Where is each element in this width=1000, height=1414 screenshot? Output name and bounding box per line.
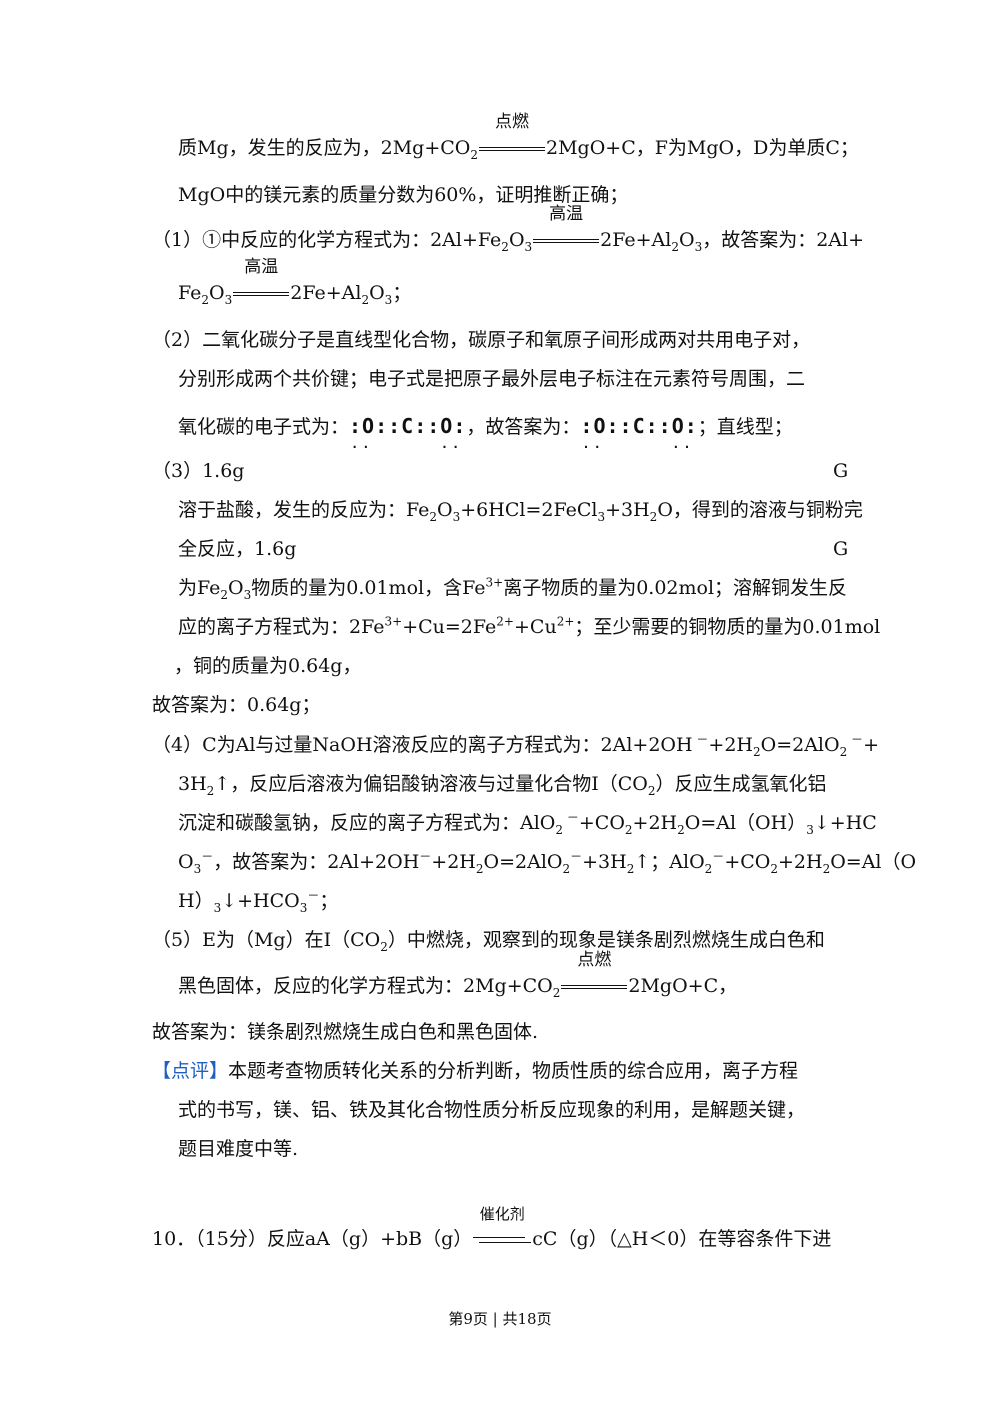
text-line: O3－，故答案为：2Al+2OH－+2H2O=2AlO2－+3H2↑；AlO2－… — [178, 849, 917, 876]
text-line: 沉淀和碳酸氢钠，反应的离子方程式为：AlO2 －+CO2+2H2O=Al（OH）… — [178, 810, 877, 837]
text-line: （4）C为Al与过量NaOH溶液反应的离子方程式为：2Al+2OH －+2H2O… — [152, 732, 879, 759]
high-temp-condition: 高温 — [232, 258, 290, 306]
ignite-condition: 点燃 — [478, 113, 546, 161]
text-line: （2）二氧化碳分子是直线型化合物，碳原子和氧原子间形成两对共用电子对， — [152, 329, 811, 351]
text-line: 分别形成两个共价键；电子式是把原子最外层电子标注在元素符号周围，二 — [178, 368, 806, 390]
high-temp-condition: 高温 — [532, 205, 600, 253]
text-line: 故答案为：0.64g； — [152, 694, 321, 716]
text-line: 应的离子方程式为：2Fe3++Cu=2Fe2++Cu2+；至少需要的铜物质的量为… — [178, 614, 881, 638]
text-line: （3）1.6g — [152, 460, 245, 482]
text-line: （5）E为（Mg）在I（CO2）中燃烧，观察到的现象是镁条剧烈燃烧生成白色和 — [152, 929, 825, 954]
text-line: 为Fe2O3物质的量为0.01mol，含Fe3+离子物质的量为0.02mol；溶… — [178, 575, 848, 602]
text-line: 题目难度中等. — [178, 1138, 299, 1160]
text-line: 溶于盐酸，发生的反应为：Fe2O3+6HCl=2FeCl3+3H2O，得到的溶液… — [178, 499, 863, 524]
text-line: 【点评】本题考查物质转化关系的分析判断，物质性质的综合应用，离子方程 — [152, 1060, 799, 1082]
text-line: 故答案为：镁条剧烈燃烧生成白色和黑色固体. — [152, 1021, 539, 1043]
text-line: 全反应，1.6g — [178, 538, 297, 560]
text-line: 氧化碳的电子式为：:O::C::O:.. ..，故答案为：:O::C::O:..… — [178, 414, 793, 451]
text-line: H）3↓+HCO3－； — [178, 888, 339, 915]
ignite-condition: 点燃 — [560, 951, 628, 999]
text-line: MgO中的镁元素的质量分数为60%，证明推断正确； — [178, 184, 629, 206]
co2-electron-formula: :O::C::O:.. .. — [349, 414, 467, 451]
catalyst-equilibrium: 催化剂 — [472, 1206, 532, 1252]
page-footer: 第9页 | 共18页 — [448, 1310, 552, 1328]
text-line: G — [833, 538, 849, 560]
text-line: 式的书写，镁、铝、铁及其化合物性质分析反应现象的利用，是解题关键， — [178, 1099, 806, 1121]
text-line: G — [833, 460, 849, 482]
co2-electron-formula: :O::C::O:.. .. — [580, 414, 698, 451]
text-line: ，铜的质量为0.64g， — [174, 655, 362, 677]
text-line: 3H2↑，反应后溶液为偏铝酸钠溶液与过量化合物I（CO2）反应生成氢氧化铝 — [178, 773, 827, 798]
comment-tag: 【点评】 — [152, 1060, 229, 1082]
